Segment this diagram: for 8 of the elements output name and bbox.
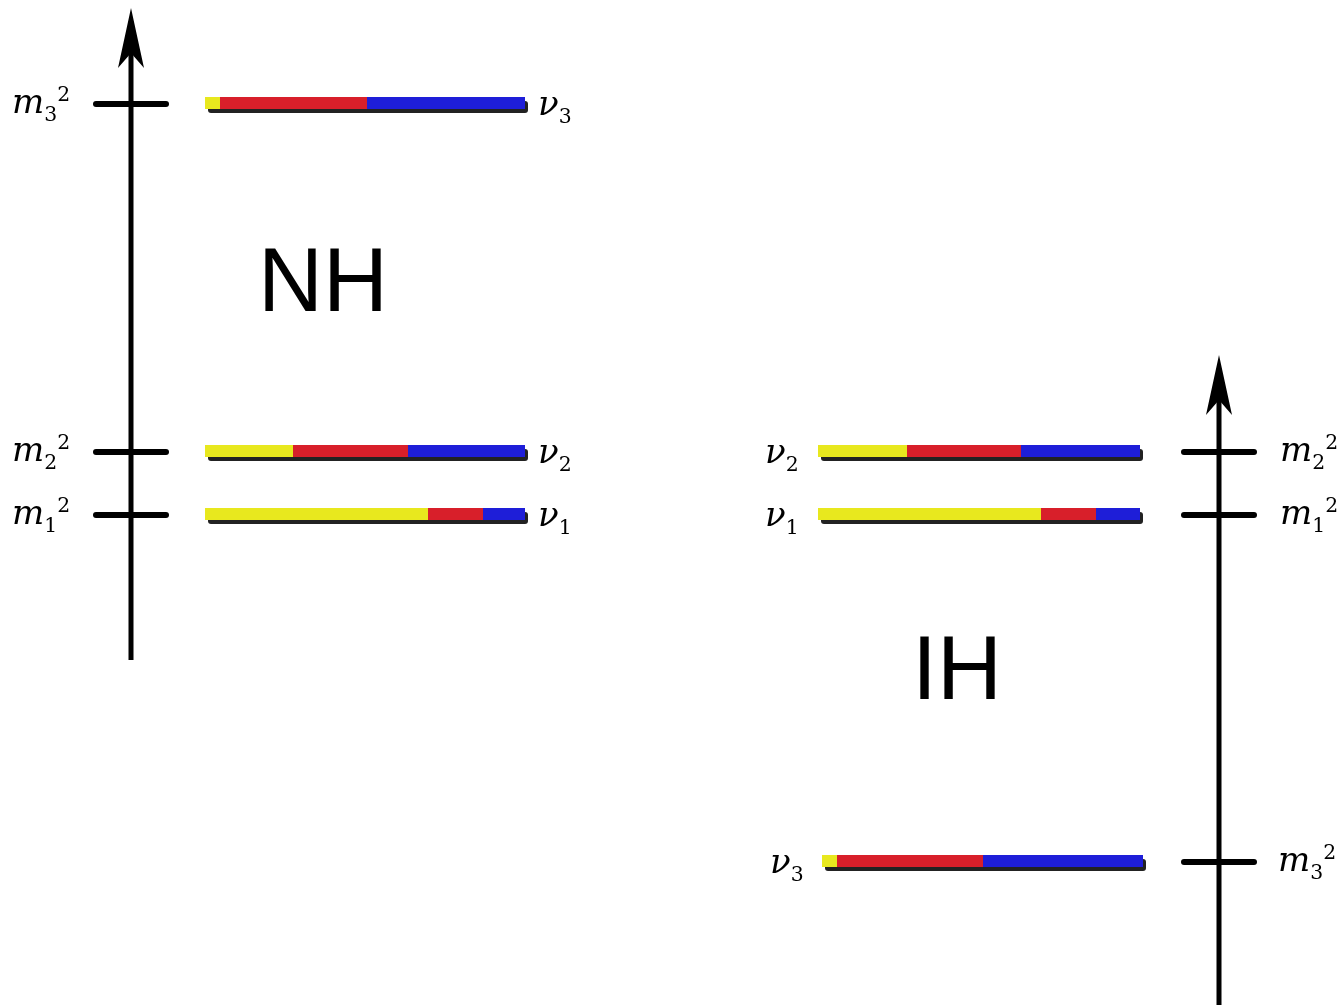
neutrino-label: ν$_{1}$ <box>765 496 799 538</box>
hierarchy-label: IH <box>912 623 1002 713</box>
hierarchy-label: NH <box>258 235 388 325</box>
neutrino-label: ν$_{2}$ <box>538 433 572 475</box>
neutrino-label: ν$_{1}$ <box>538 496 572 538</box>
neutrino-label: ν$_{3}$ <box>538 85 572 127</box>
neutrino-label: ν$_{3}$ <box>770 843 804 885</box>
neutrino-label: ν$_{2}$ <box>765 433 799 475</box>
